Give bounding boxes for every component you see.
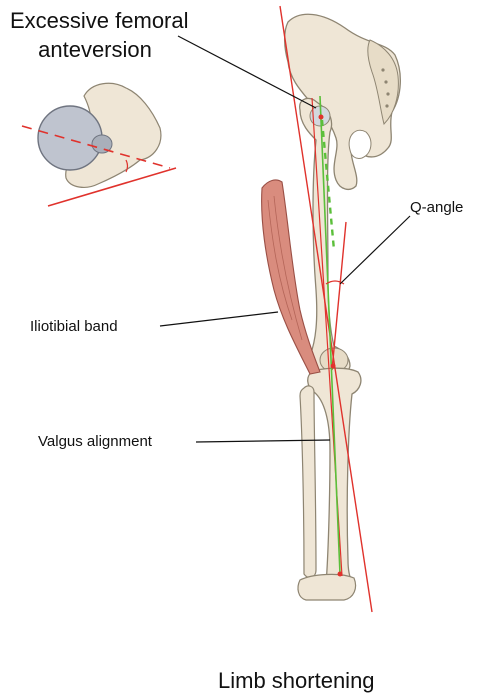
label-excessive-femoral-anteversion: Excessive femoral anteversion	[10, 6, 180, 64]
label-limb-shortening: Limb shortening	[218, 668, 375, 694]
label-anteversion-line1: Excessive femoral	[10, 6, 180, 35]
ankle-bones	[298, 574, 356, 600]
hip-center-marker	[319, 115, 324, 120]
ankle-center-marker	[338, 572, 343, 577]
knee-center-marker	[331, 364, 336, 369]
leader-line-iliotibial	[160, 312, 278, 326]
label-valgus-alignment: Valgus alignment	[38, 433, 152, 450]
label-q-angle: Q-angle	[410, 199, 463, 216]
leader-line-q-angle	[340, 216, 410, 284]
obturator-foramen	[349, 130, 371, 158]
label-iliotibial-band: Iliotibial band	[30, 318, 118, 335]
inset-femoral-head	[38, 106, 102, 170]
fibula-bone	[300, 386, 316, 578]
label-anteversion-line2: anteversion	[10, 35, 180, 64]
